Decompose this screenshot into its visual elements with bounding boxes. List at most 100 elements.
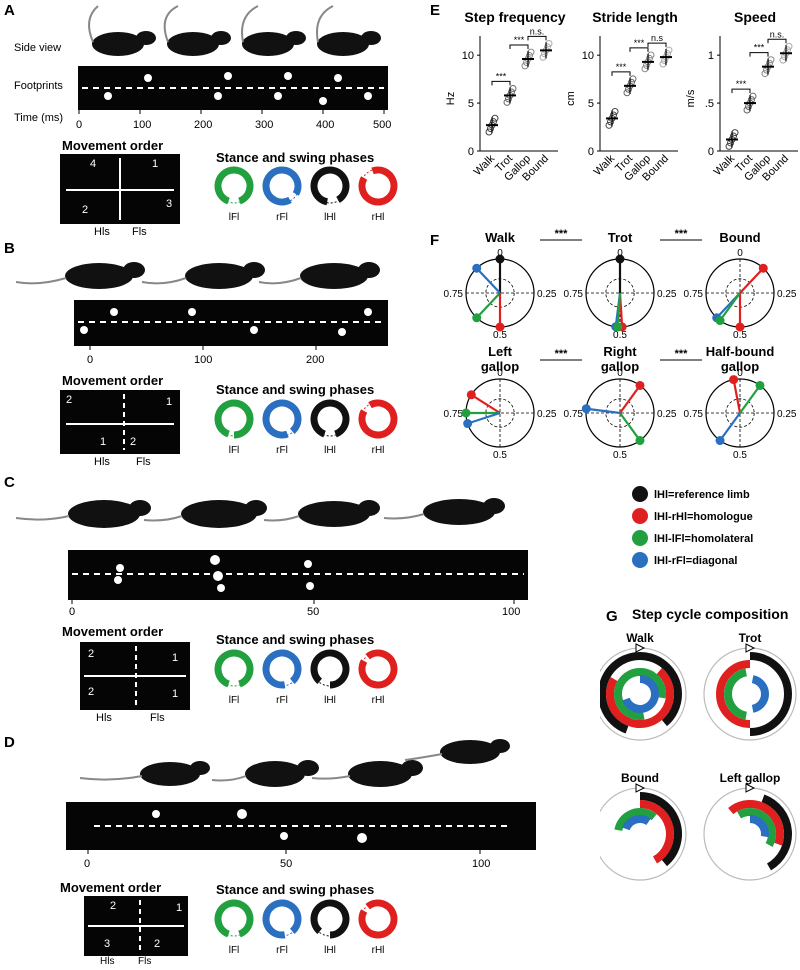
order-num: 1 (172, 652, 179, 664)
tick-d-0: 0 (84, 858, 91, 870)
movement-order-box-a: 4 1 2 3 (60, 154, 180, 224)
e-sig-label: *** (514, 35, 525, 45)
order-num: 2 (110, 900, 117, 912)
stance-arc (716, 660, 751, 728)
stance-phase-arc (214, 166, 254, 205)
stance-arc (598, 652, 682, 734)
fls-label-b: Fls (136, 456, 151, 468)
stance-arc (761, 794, 792, 871)
footprint-strip-b (74, 300, 388, 346)
e-sig-label: *** (736, 79, 747, 89)
hls-label-d: Hls (100, 956, 115, 967)
phase-dot (635, 380, 645, 390)
e-sig-label: *** (496, 71, 507, 81)
step-cycle-subtitle: Bound (621, 771, 659, 785)
movement-order-box-b: 2 1 1 2 (60, 390, 180, 454)
stance-arc (614, 808, 657, 832)
e-data-point (749, 92, 757, 100)
e-chart-title: Speed (734, 9, 776, 25)
phase-dot (581, 404, 591, 414)
phase-dot (472, 313, 482, 323)
phase-dot (729, 375, 739, 385)
e-sig-bracket (749, 52, 769, 57)
time-axis-a (78, 110, 385, 114)
stance-arc (724, 668, 748, 720)
legend-swatch (632, 530, 648, 546)
phase-dot (472, 263, 482, 273)
e-sig-bracket (647, 42, 667, 48)
order-num: 1 (166, 396, 173, 408)
e-sig-bracket (731, 88, 751, 94)
legend-label: lHl-lFl=homolateral (654, 533, 753, 545)
step-cycle-plot: Walk (593, 631, 687, 741)
stance-phase-arc (214, 899, 254, 938)
e-ytick-label: 1 (708, 50, 714, 62)
panel-label-a: A (4, 2, 15, 19)
phase-vector (739, 267, 765, 294)
order-num: 1 (100, 436, 107, 448)
legend-swatch (632, 486, 648, 502)
stance-phase-arc (214, 649, 254, 688)
stance-arc (639, 800, 674, 864)
order-num: 2 (88, 686, 95, 698)
e-sig-bracket (629, 47, 649, 52)
ring-label: lFl (229, 695, 240, 706)
phase-dot (613, 322, 623, 332)
stance-phase-arc (310, 166, 350, 206)
e-ytick-label: .5 (705, 98, 714, 110)
polar-axis-label: 0.75 (444, 289, 464, 300)
order-num: 1 (172, 688, 179, 700)
e-data-point (521, 62, 529, 70)
time-axis-d (87, 850, 481, 854)
order-num: 4 (90, 158, 97, 170)
polar-axis-label: 0 (497, 248, 503, 259)
e-sig-label: n.s (651, 33, 664, 43)
stance-phase-arc (358, 166, 398, 206)
phase-vector (619, 412, 641, 442)
polar-axis-label: 0 (617, 248, 623, 259)
e-data-point (743, 106, 751, 114)
polar-axis-label: 0.75 (564, 289, 584, 300)
panel-label-e: E (430, 2, 441, 19)
e-data-point (623, 89, 631, 97)
step-cycle-subtitle: Walk (626, 631, 654, 645)
phase-dot (463, 419, 473, 429)
polar-axis-label: 0.25 (657, 409, 677, 420)
ring-label: lFl (229, 212, 240, 223)
ring-label: lHl (324, 445, 336, 456)
legend-label: lHl=reference limb (654, 489, 750, 501)
phase-dot (461, 408, 471, 418)
e-ytick-label: 0 (588, 146, 594, 158)
cycle-start-marker (635, 783, 646, 793)
polar-title: gallop (601, 359, 639, 374)
ring-label: lHl (324, 945, 336, 956)
order-num: 2 (130, 436, 137, 448)
phase-vector (739, 384, 761, 414)
footprint-strip-c (68, 550, 528, 600)
order-num: 2 (82, 204, 89, 216)
polar-title: Walk (485, 230, 516, 245)
e-data-point (505, 95, 512, 103)
phase-vector (467, 411, 501, 425)
phase-vector (475, 292, 501, 319)
e-chart-title: Stride length (592, 9, 678, 25)
hls-label-a: Hls (94, 226, 110, 238)
polar-axis-label: 0 (497, 368, 503, 379)
mouse-side-view-d (79, 739, 510, 787)
movement-order-box-c: 2 1 2 1 (80, 642, 190, 710)
e-sig-label: n.s. (770, 29, 785, 39)
step-cycle-subtitle: Trot (739, 631, 762, 645)
phase-dot (755, 380, 765, 390)
e-chart: Speedm/s0.51WalkTrotGallopBound******n.s… (685, 9, 798, 184)
polar-title: gallop (721, 359, 759, 374)
sig-label: *** (555, 228, 569, 240)
ring-label: rFl (276, 695, 288, 706)
phase-vector (719, 412, 741, 442)
polar-axis-label: 0.25 (537, 289, 557, 300)
fls-label-a: Fls (132, 226, 147, 238)
polar-axis-label: 0.25 (777, 409, 797, 420)
ring-label: lHl (324, 212, 336, 223)
e-data-point (725, 142, 733, 150)
